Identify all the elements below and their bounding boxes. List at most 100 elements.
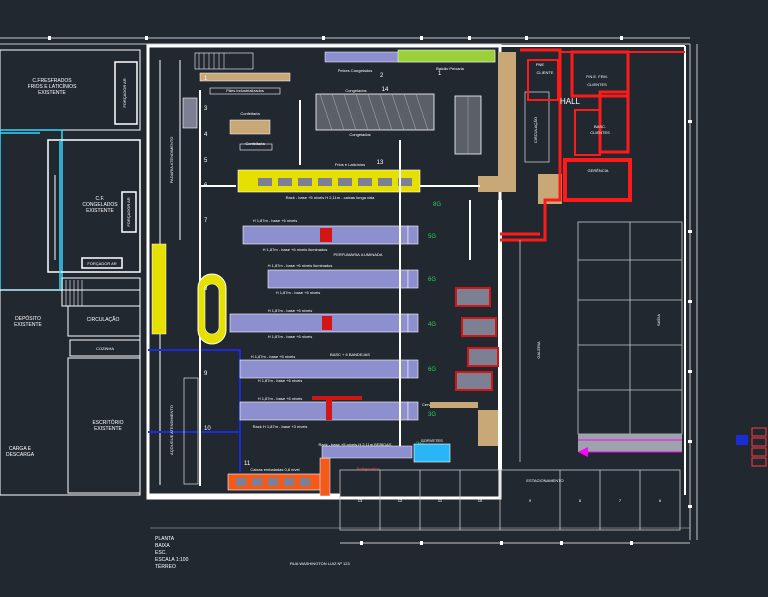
confeitaria-label-2: Confeitaria [245, 141, 265, 146]
code-4g: 4G [428, 322, 436, 328]
number-5: 5 [204, 158, 208, 164]
forcador-label-2: FORÇADOR AR [126, 197, 131, 226]
vertical-acougue-label: AÇOUGUE ATENDIMENTO [169, 405, 174, 455]
code-6g-a: 6G [428, 277, 436, 283]
rack-h187-7: H 1,87m - base +6 níveis [251, 354, 296, 359]
frozen-label-3: EXISTENTE [86, 208, 114, 214]
frozen-island: Congelados Congelados 14 [315, 87, 435, 137]
rack-h187-9: H 1,87m - base +6 níveis [258, 396, 303, 401]
fish-counter-label: Balcão Peixaria [436, 66, 465, 71]
title-line-4: ESCALA 1:100 [155, 557, 189, 563]
galeria-label: GALERIA [536, 341, 541, 359]
deposit-label: DEPÓSITO [15, 315, 41, 322]
number-4: 4 [204, 132, 208, 138]
caixas-fechadas-label: Caixas embaladas 0,8 nível [250, 467, 299, 472]
frozen-label: C.F. [96, 196, 105, 202]
circulation-label: CIRCULAÇÃO [87, 316, 120, 323]
code-3g: 3G [428, 412, 436, 418]
number-8: 8 [204, 286, 208, 292]
saida-label: SAÍDA [656, 314, 661, 326]
parking-number: 13 [358, 498, 363, 503]
number-3: 3 [204, 106, 208, 112]
unload-label-2: DESCARGA [6, 452, 35, 458]
forcador-label-3: FORÇADOR AR [87, 261, 116, 266]
basc-bandejas-label: BASC + 6 BANDEJAS [330, 352, 370, 357]
unload-label: CARGA E [9, 446, 32, 452]
long-life-rack: Rack - base +5 níveis H 2,11m - caixas l… [237, 160, 421, 200]
rack-h187-8: H 1,87m - base +6 níveis [258, 378, 303, 383]
structural-column [454, 95, 482, 155]
bottom-parking [339, 469, 681, 531]
code-6g-b: 6G [428, 367, 436, 373]
zone-codes: 5G 6G 4G 6G 3G 2G 8G [416, 202, 441, 448]
blue-route [148, 349, 241, 472]
forcador-label-1: FORÇADOR AR [122, 78, 127, 107]
refrigerados-label: Refrigerados [357, 466, 380, 471]
office-label-2: EXISTENTE [94, 426, 122, 432]
frozen-label-2: CONGELADOS [82, 202, 118, 208]
number-14: 14 [382, 87, 389, 93]
street-label: RUA WASHINGTON LUIZ Nº 123 [290, 561, 350, 566]
title-line-3: ESC. [155, 550, 167, 556]
code-5g: 5G [428, 234, 436, 240]
congelados-bottom-label: Congelados [349, 132, 370, 137]
parking-number: 10 [478, 498, 483, 503]
hall-label: HALL [560, 97, 581, 106]
rack-h187-2: H 1,87m - base +6 níveis iluminados [263, 247, 328, 252]
rack-h187-5: H 1,87m - base +6 níveis [268, 308, 313, 313]
kitchen-label: COZINHA [96, 346, 114, 351]
number-7: 7 [204, 218, 208, 224]
pne-clientes-label: CLIENTES [587, 82, 607, 87]
circulacao-right-label: CIRCULAÇÃO [533, 117, 538, 143]
section-numbers: 1 3 4 5 6 7 8 9 10 11 2 1 [204, 71, 442, 467]
gondola-labels: H 1,87m - base +6 níveis H 1,87m - base … [251, 218, 392, 447]
basc-clientes-label-2: CLIENTES [590, 130, 610, 135]
frios-laticinios-label: Frios e Laticínios [335, 162, 365, 167]
frozen-fish-label: Peixes Congelados [338, 68, 372, 73]
parking-numbers: 13 12 11 10 9 8 7 6 ESTACIONAMENTO [358, 478, 662, 503]
left-area-labels: C.FRESFRADOS FRIOS E LATICÍNIOS EXISTENT… [6, 78, 131, 458]
dimension-ticks [48, 36, 692, 545]
number-11: 11 [244, 461, 251, 467]
checkout-counters [430, 287, 499, 446]
oval-display [197, 273, 227, 345]
parking-number: 8 [579, 498, 582, 503]
parking-number: 7 [619, 498, 622, 503]
store-walls [146, 44, 686, 500]
parking-number: 9 [529, 498, 532, 503]
title-block: PLANTA BAIXA ESC. ESCALA 1:100 TÉRREO RU… [150, 527, 690, 570]
congelados-top-label: Congelados [345, 88, 366, 93]
entrance-arrow [578, 427, 767, 467]
sorvetes-label: SORVETES [421, 438, 443, 443]
fire-lines [500, 48, 685, 242]
left-service-strip: PADARIA ATENDIMENTO AÇOUGUE ATENDIMENTO [151, 97, 199, 485]
deposit-label-2: EXISTENTE [14, 322, 42, 328]
vertical-atendimento-label: PADARIA ATENDIMENTO [169, 137, 174, 184]
code-8g: 8G [433, 202, 441, 208]
parking-grid [519, 221, 683, 462]
rack-h187-1: H 1,87m - base +6 níveis [253, 218, 298, 223]
estacionamento-label: ESTACIONAMENTO [526, 478, 563, 483]
number-9: 9 [204, 371, 208, 377]
title-line-1: PLANTA [155, 536, 175, 542]
number-1-top: 1 [438, 71, 442, 77]
parking-number: 6 [659, 498, 662, 503]
number-13: 13 [377, 160, 384, 166]
cold-storage-label: C.FRESFRADOS [32, 78, 72, 84]
gondola-racks [229, 225, 419, 421]
cold-storage-label-3: EXISTENTE [38, 90, 66, 96]
rack-h187-6: H 1,87m - base +6 níveis [268, 334, 313, 339]
restroom-labels: PNE CLIENTE P.N.E. FEM. CLIENTES HALL BA… [536, 62, 610, 173]
cliente-label: CLIENTE [537, 70, 554, 75]
number-6: 6 [204, 183, 208, 189]
title-line-2: BAIXA [155, 543, 170, 549]
title-line-5: TÉRREO [155, 563, 176, 570]
long-life-rack-label: Rack - base +5 níveis H 2,11m - caixas l… [286, 195, 376, 200]
gerencia-label: GERÊNCIA [588, 168, 609, 173]
rack-h187-3: H 1,87m - base +6 níveis iluminados [268, 263, 333, 268]
top-counters [194, 49, 496, 151]
confeitaria-label-1: Confeitaria [240, 111, 260, 116]
rack-bebidas-label: Rack - base +5 níveis H 2,11m BEBIDAS [319, 442, 392, 447]
top-counter-labels: Peixes Congelados Balcão Peixaria Pães i… [226, 66, 465, 146]
